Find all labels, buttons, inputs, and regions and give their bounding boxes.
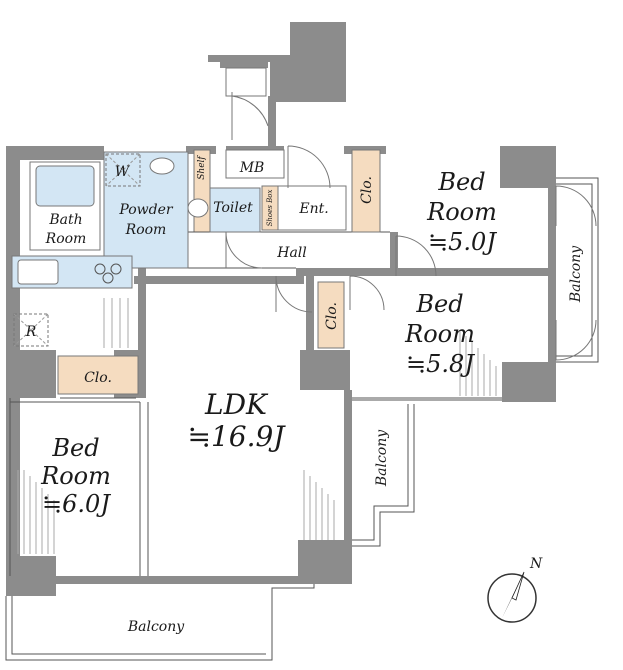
powder-line1: Powder — [118, 202, 174, 218]
wet-areas — [11, 151, 261, 347]
toilet-label: Toilet — [213, 200, 253, 216]
entrance-label: Ent. — [298, 201, 328, 217]
closets — [57, 149, 381, 399]
bed-e-size: ≒5.8J — [406, 350, 475, 378]
north-compass: N — [487, 556, 543, 623]
closet-ne-label: Clo. — [359, 176, 375, 204]
interior-partitions — [187, 145, 437, 313]
label-bath: Bath Room — [45, 212, 87, 247]
label-bed-w: Bed Room ≒6.0J — [40, 434, 111, 518]
bed-w-size: ≒6.0J — [42, 490, 111, 518]
balconies — [5, 177, 599, 661]
ldk-size: ≒16.9J — [187, 420, 286, 453]
ldk-name: LDK — [204, 388, 269, 421]
label-ldk: LDK ≒16.9J — [187, 388, 286, 453]
bed-ne-size: ≒5.0J — [428, 228, 497, 256]
bed-w-line1: Bed — [51, 434, 99, 462]
refrigerator-label: R — [25, 324, 37, 340]
mb-label: MB — [239, 160, 265, 176]
balcony-middle-label: Balcony — [374, 429, 390, 487]
balcony-south-label: Balcony — [127, 619, 185, 635]
bath-line1: Bath — [48, 212, 82, 228]
powder-line2: Room — [125, 222, 167, 238]
compass-label: N — [529, 556, 543, 572]
bed-e-line2: Room — [404, 320, 475, 348]
bed-e-line1: Bed — [415, 290, 463, 318]
label-bed-ne: Bed Room ≒5.0J — [426, 168, 497, 256]
closet-e-label: Clo. — [324, 302, 340, 330]
label-bed-e: Bed Room ≒5.8J — [404, 290, 475, 378]
top-shaft — [208, 22, 346, 148]
washer-label: W — [115, 164, 131, 180]
bed-ne-line2: Room — [426, 198, 497, 226]
shoe-box-label: Shoes Box — [266, 190, 274, 227]
room-outlines — [9, 298, 502, 576]
shelf-label: Shelf — [197, 155, 207, 180]
bed-ne-line1: Bed — [437, 168, 485, 196]
label-powder: Powder Room — [118, 202, 174, 238]
hall-label: Hall — [276, 245, 307, 261]
bed-w-line2: Room — [40, 462, 111, 490]
closet-w-label: Clo. — [84, 370, 112, 386]
bath-line2: Room — [45, 231, 87, 247]
balcony-east-label: Balcony — [568, 245, 584, 303]
